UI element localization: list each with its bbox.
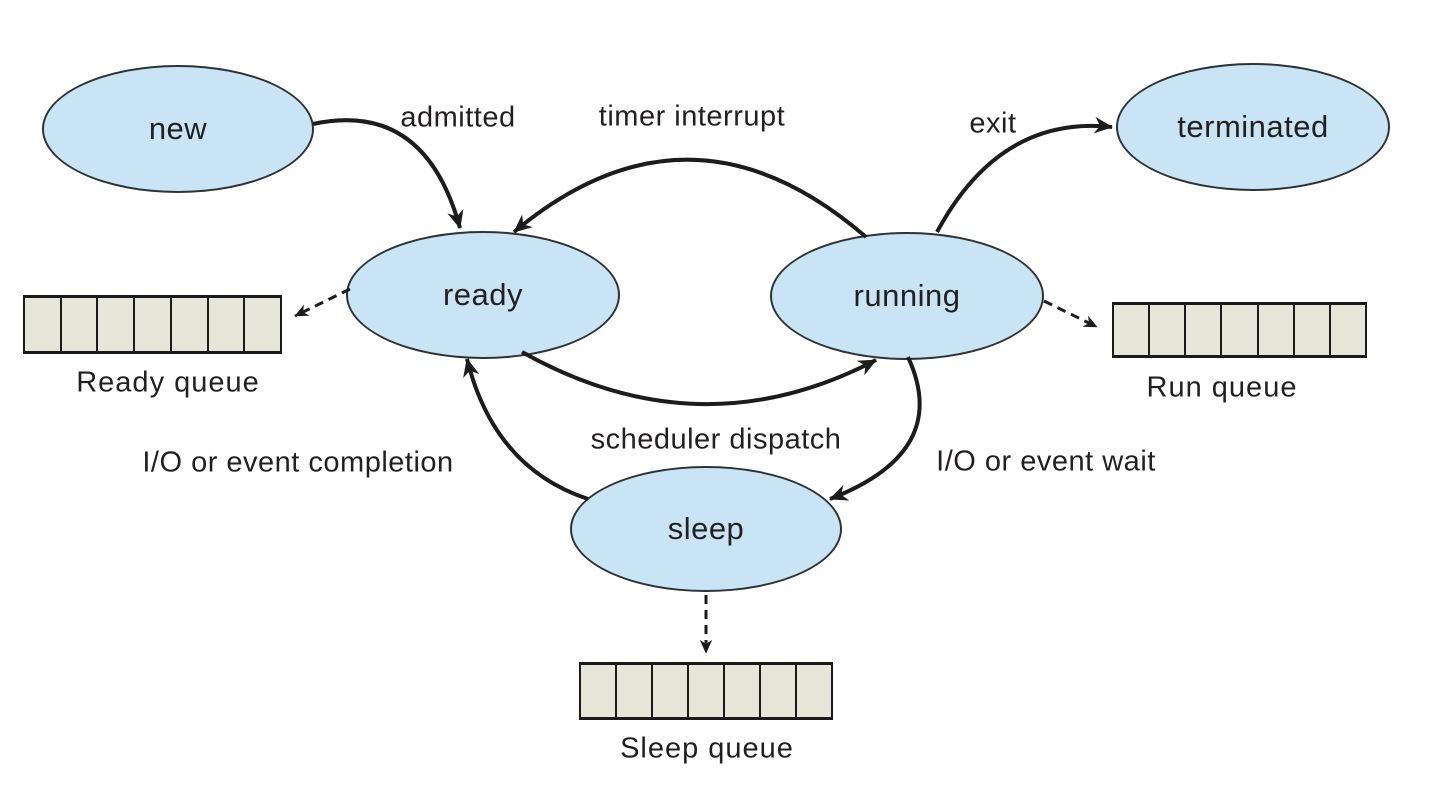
queue-cell (1148, 305, 1184, 355)
transition-scheduler-dispatch-arrow (521, 350, 877, 406)
ready-queue-label: Ready queue (76, 366, 260, 399)
ready-queue (23, 295, 283, 354)
queue-cell (133, 298, 170, 351)
queue-cell (687, 665, 723, 717)
sleep-queue-label: Sleep queue (620, 732, 794, 765)
queue-cell (795, 665, 833, 717)
queue-cell (59, 298, 97, 351)
state-terminated-label: terminated (1177, 109, 1329, 144)
edge-label-admitted: admitted (400, 101, 516, 134)
transition-admitted-arrow (312, 118, 464, 229)
transition-io-event-completion-arrow (463, 358, 589, 501)
transition-io-event-wait-arrow (829, 356, 922, 501)
queue-cell (651, 665, 687, 717)
running-to-run-queue-dashed-arrow (1043, 299, 1098, 329)
queue-cell (759, 665, 795, 717)
state-new-label: new (148, 111, 208, 146)
state-running-label: running (853, 278, 961, 313)
transition-timer-interrupt-arrow (512, 157, 868, 239)
queue-cell (1184, 305, 1220, 355)
state-new: new (42, 65, 314, 193)
queue-cell (579, 665, 615, 717)
run-queue-label: Run queue (1146, 371, 1298, 404)
state-terminated: terminated (1116, 63, 1390, 191)
state-sleep: sleep (570, 466, 842, 592)
edge-label-io-event-wait: I/O or event wait (936, 445, 1156, 478)
state-sleep-label: sleep (667, 511, 745, 546)
ready-to-ready-queue-dashed-arrow (294, 287, 351, 318)
state-ready-label: ready (442, 277, 524, 312)
edge-label-scheduler-dispatch: scheduler dispatch (590, 423, 842, 456)
queue-cell (723, 665, 759, 717)
edge-label-exit: exit (969, 107, 1017, 140)
state-running: running (770, 232, 1044, 360)
queue-cell (1112, 305, 1148, 355)
queue-cell (96, 298, 133, 351)
state-ready: ready (346, 231, 620, 359)
run-queue (1112, 302, 1367, 358)
queue-cell (1220, 305, 1256, 355)
edge-label-timer-interrupt: timer interrupt (598, 100, 786, 133)
queue-cell (1292, 305, 1329, 355)
sleep-queue (579, 662, 833, 720)
queue-cell (169, 298, 207, 351)
queue-cell (243, 298, 283, 351)
queue-cell (1328, 305, 1367, 355)
queue-cell (23, 298, 60, 351)
edge-label-io-event-completion: I/O or event completion (142, 446, 454, 479)
queue-cell (615, 665, 651, 717)
queue-cell (1256, 305, 1293, 355)
queue-cell (206, 298, 244, 351)
transition-exit-arrow (935, 116, 1113, 233)
